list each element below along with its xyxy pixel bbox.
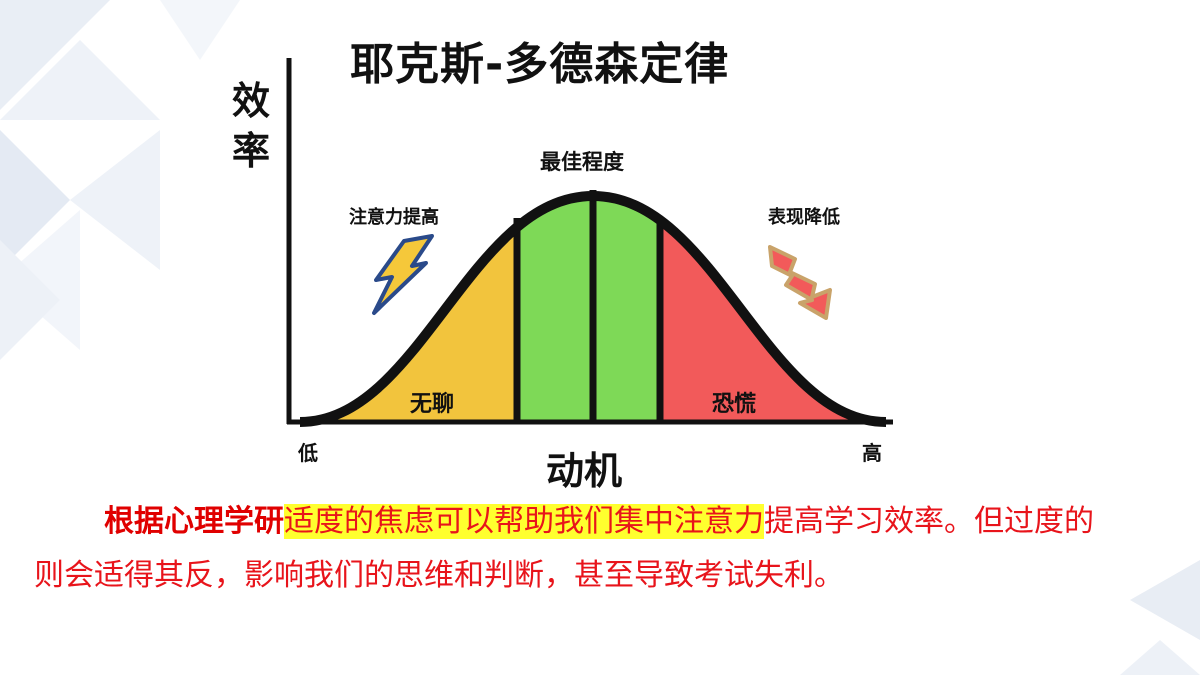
x-axis-label: 动机 [546, 449, 623, 493]
zone-optimal [517, 196, 660, 422]
fall-label: 表现降低 [768, 207, 840, 228]
bell-curve [299, 190, 887, 427]
y-axis-label: 效率 [232, 79, 271, 173]
lightning-down-icon [768, 245, 832, 320]
peak-label: 最佳程度 [540, 150, 624, 174]
paragraph-line-1: 根据心理学研适度的焦虑可以帮助我们集中注意力提高学习效率。但过度的 [104, 500, 1094, 544]
x-low-label: 低 [298, 441, 318, 465]
page-title: 耶克斯-多德森定律 [350, 39, 730, 90]
highlighted-text: 适度的焦虑可以帮助我们集中注意力 [284, 504, 764, 539]
paragraph-continuation: 提高学习效率。但过度的 [764, 504, 1094, 539]
lightning-up-icon [372, 234, 434, 315]
paragraph-start: 根据心理学研 [104, 504, 284, 539]
zone-panic-label: 恐慌 [712, 392, 757, 417]
zone-bored-label: 无聊 [410, 392, 455, 417]
x-high-label: 高 [862, 441, 882, 465]
rise-label: 注意力提高 [349, 207, 439, 228]
paragraph-line-2: 则会适得其反，影响我们的思维和判断，甚至导致考试失利。 [34, 558, 844, 593]
